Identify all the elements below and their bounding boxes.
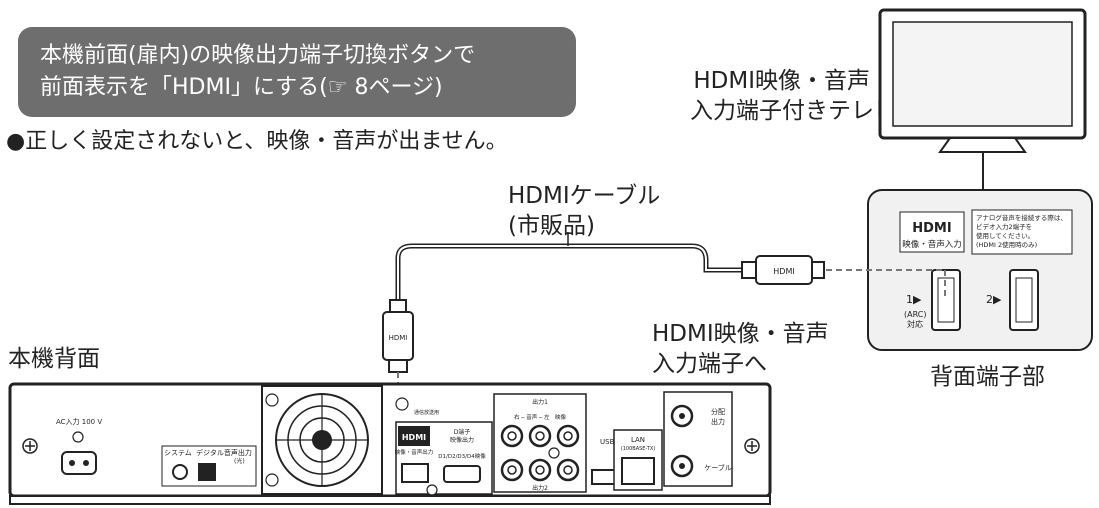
tv-label: HDMI映像・音声 入力端子付きテレビ [690,66,897,126]
system-label: システム [164,449,192,457]
cable-in-label: ケーブル [704,463,732,472]
cable-label-line2: (市販品) [508,213,595,239]
tv-input-label: HDMI映像・音声 入力端子へ [652,319,829,379]
tv-port-caption: 映像・音声入力 [902,239,962,250]
lan-port [621,457,655,485]
d-terminal-line2: 映像出力 [450,436,474,444]
d-terminal-line3: D1/D2/D3/D4映像 [438,452,486,460]
system-jack [172,464,188,480]
distribution-label-line2: 出力 [711,417,725,426]
recorder-illustration: AC入力 100 V システム デジタル音声出力 (光) 通信放送用 HDMI … [8,382,772,505]
cable-label: HDMIケーブル (市販品) [508,181,660,241]
recorder-hdmi-port [401,463,429,483]
lan-label: LAN [631,436,645,444]
cable-label-line1: HDMIケーブル [508,183,661,209]
instruction-line2: 前面表示を「HDMI」にする(☞ 8ページ) [40,75,443,100]
output1-label: 出力1 [532,398,548,406]
tv-input-label-line2: 入力端子へ [652,351,767,377]
d-terminal-port [443,465,481,483]
tv-notice-line1: アナログ音声を接続する際は、 [976,213,1067,222]
tv-label-line2: 入力端子付きテレビ [690,98,897,124]
recorder-hdmi-logo: HDMI [402,433,426,442]
tv-back-panel: HDMI 映像・音声入力 アナログ音声を接続する際は、 ビデオ入力2端子を 使用… [867,189,1093,351]
optical-port [198,463,216,481]
tv-port1-arc-support: 対応 [907,319,923,329]
tv-notice-line3: 使用してください。 [976,231,1034,240]
tv-illustration [878,8,1087,153]
tv-panel-label: 背面端子部 [930,364,1045,390]
usb-label: USB [600,438,615,446]
ac-inlet [61,451,97,475]
tv-hdmi-port-2 [1009,269,1039,331]
tv-label-line1: HDMI映像・音声 [693,68,870,94]
tv-notice-line2: ビデオ入力2端子を [976,222,1032,231]
cert-label: 通信放送用 [414,409,439,416]
digital-audio-label: デジタル音声出力 [196,448,252,457]
distribution-label-line1: 分配 [711,407,725,416]
tv-hdmi-logo: HDMI [912,221,951,236]
recorder-back-label: 本機背面 [8,346,100,372]
ac-input-label: AC入力 100 V [56,417,102,426]
tv-hdmi-port-1 [931,269,961,331]
lan-sub: (100BASE-TX) [621,446,656,452]
tv-port2-label: 2▶ [986,293,1002,306]
tv-port1-arc: (ARC) [904,310,926,319]
warning-note: ●正しく設定されないと、映像・音声が出ません。 [6,129,508,154]
d-terminal-line1: D端子 [454,428,471,436]
tv-input-label-line1: HDMI映像・音声 [652,321,829,347]
tv-port1-label: 1▶ [906,293,922,306]
digital-audio-sub: (光) [234,457,245,465]
av-header: 右 ─ 音声 ─ 左 映像 [514,413,567,421]
instruction-box: 本機前面(扉内)の映像出力端子切換ボタンで 前面表示を「HDMI」にする(☞ 8… [18,27,576,117]
tv-notice-line4: (HDMI 2使用時のみ) [976,240,1037,249]
svg-text:HDMI: HDMI [773,267,794,276]
output2-label: 出力2 [532,484,548,492]
instruction-line1: 本機前面(扉内)の映像出力端子切換ボタンで [40,43,476,68]
svg-text:HDMI: HDMI [389,334,408,342]
recorder-hdmi-caption: 映像・音声出力 [395,448,434,456]
